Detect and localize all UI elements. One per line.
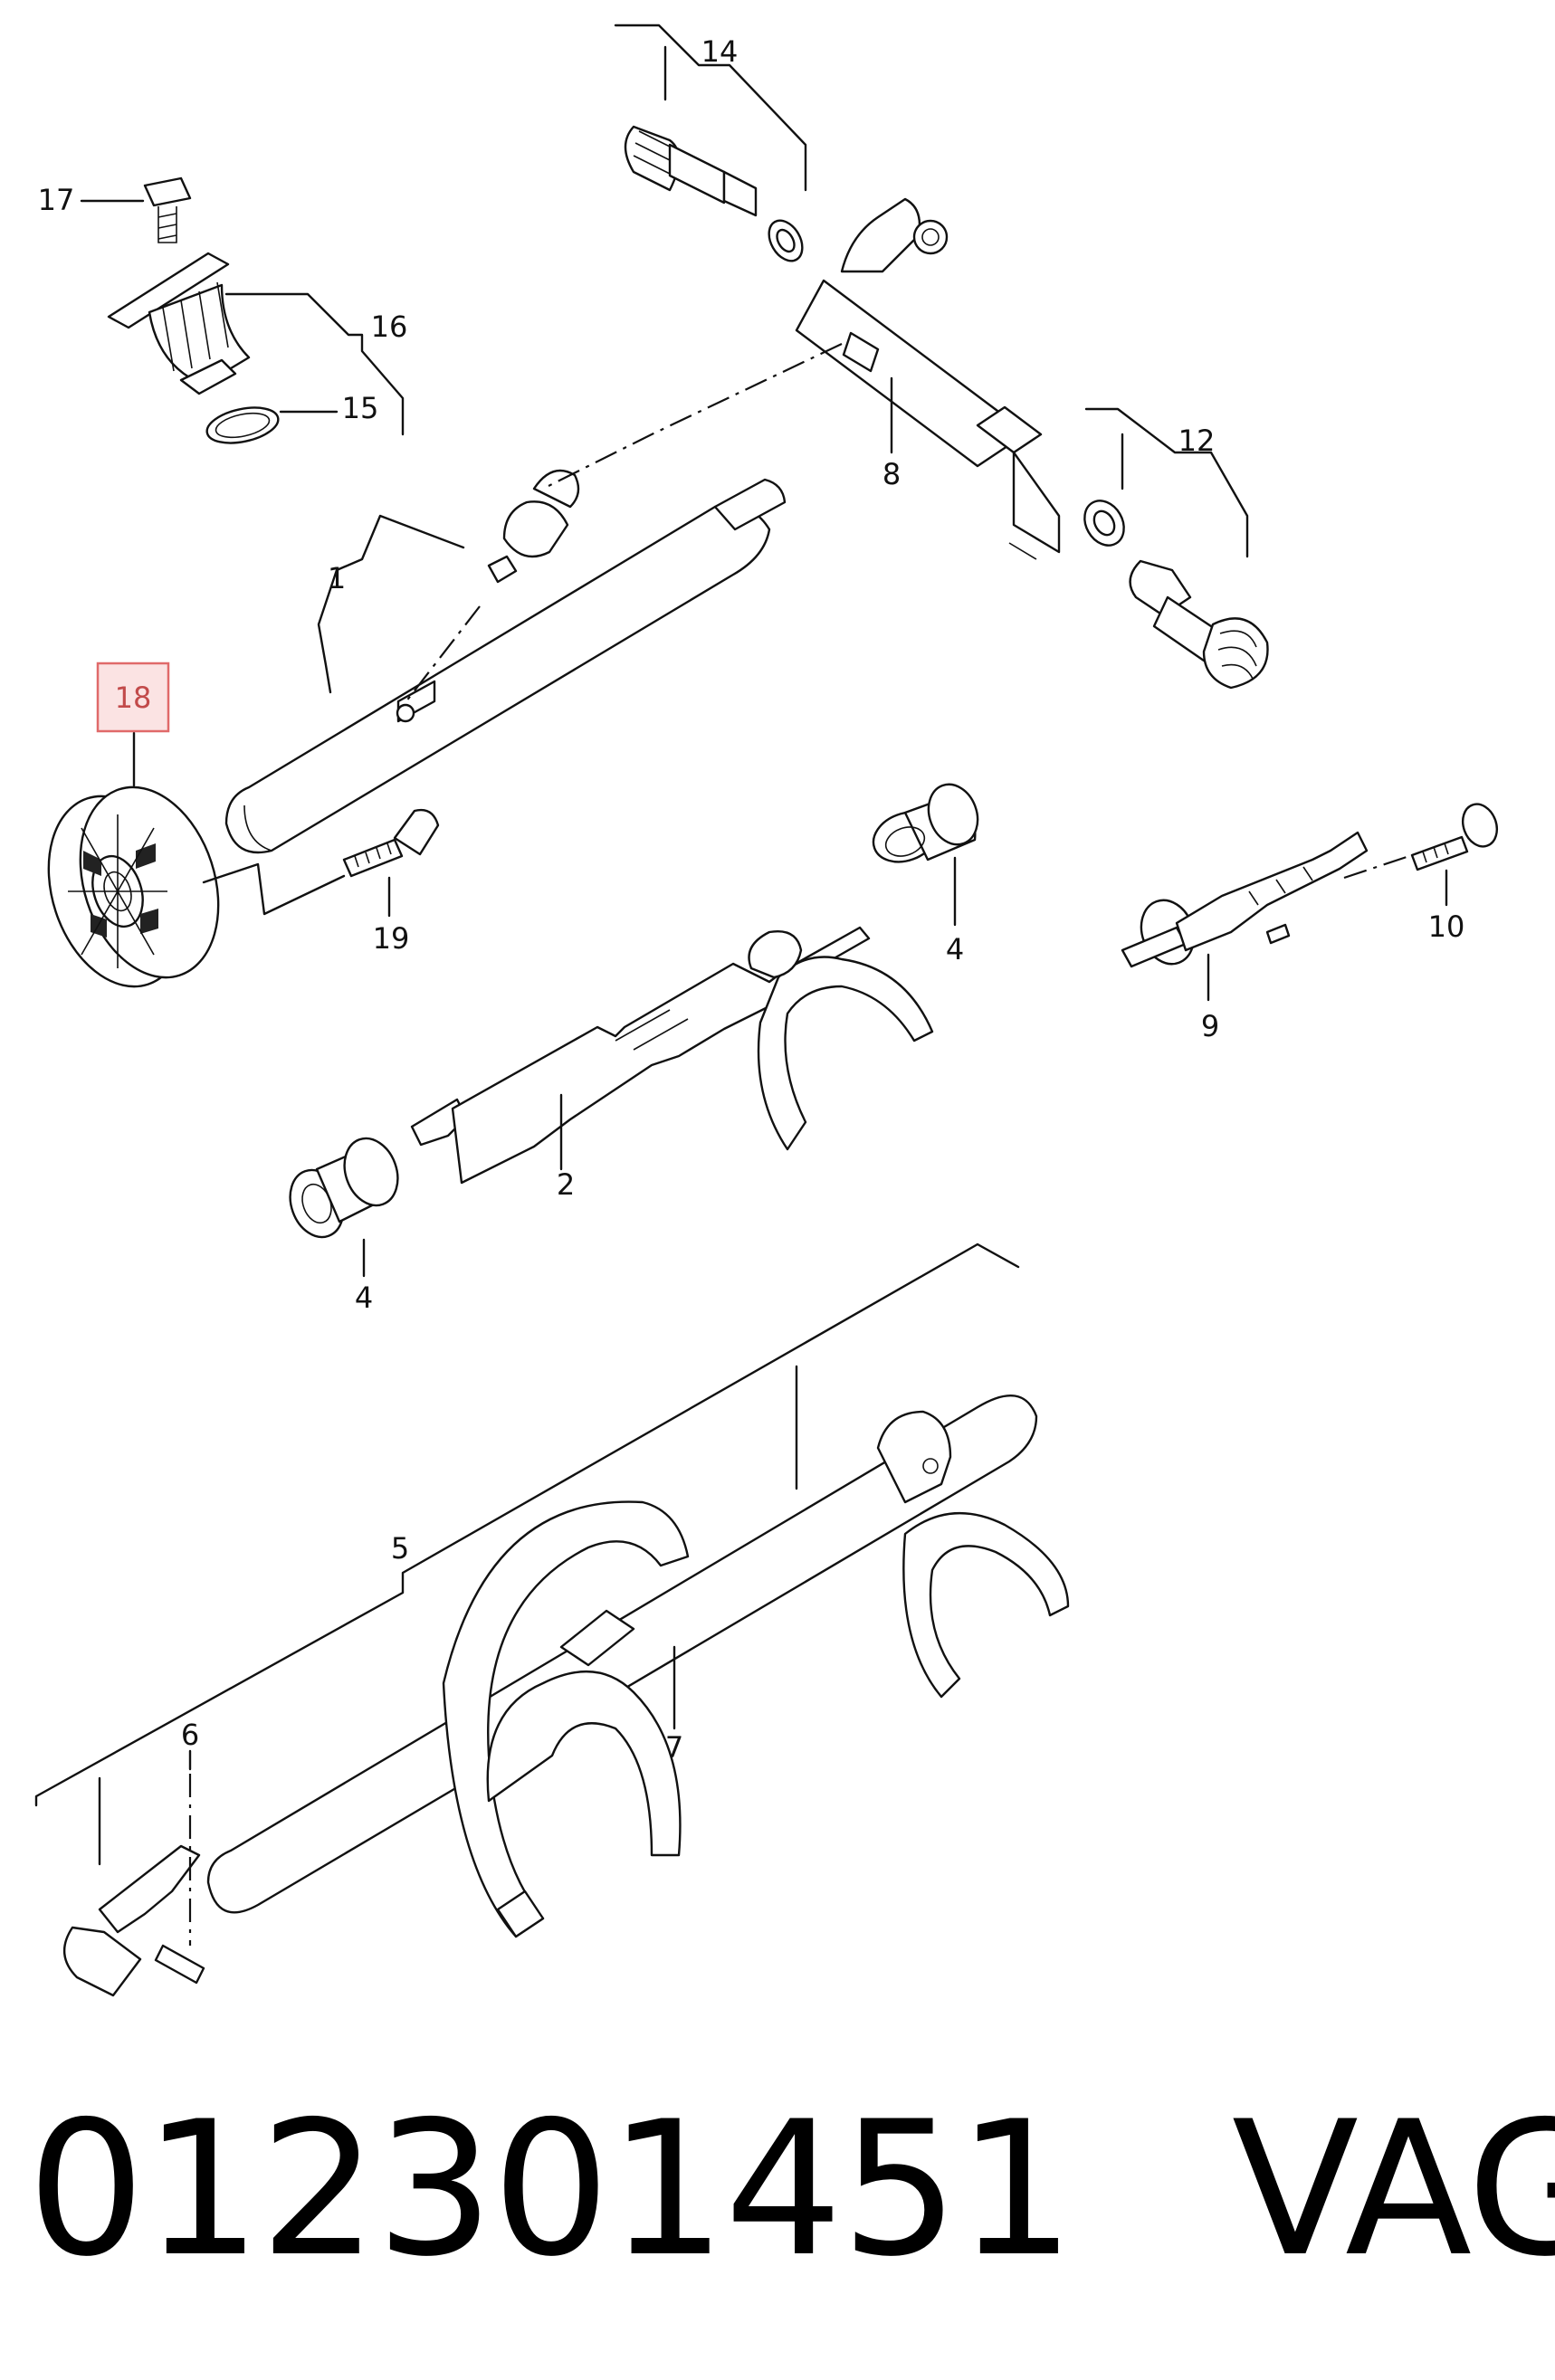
callout-9: 9 — [1201, 1009, 1219, 1043]
part-12-group — [1083, 407, 1269, 690]
callout-4-lower: 4 — [355, 1280, 373, 1315]
callout-19: 19 — [373, 921, 410, 956]
callout-10: 10 — [1428, 909, 1465, 944]
callout-17: 17 — [38, 183, 75, 217]
callout-8: 8 — [882, 457, 901, 491]
center-line-1 — [402, 605, 481, 707]
callout-7: 7 — [665, 1730, 683, 1765]
brand-name: VAG — [1231, 2082, 1555, 2298]
callout-15: 15 — [342, 391, 379, 425]
callout-18-highlight-box — [96, 662, 170, 733]
part-5-group — [34, 1242, 1070, 1938]
callout-16: 16 — [371, 309, 408, 344]
part-8-selector-shaft — [795, 197, 1061, 560]
part-number: 012301451 — [27, 2082, 1075, 2298]
callout-18: 18 — [115, 681, 152, 715]
part-6-pin — [62, 1749, 205, 1997]
callout-14: 14 — [701, 34, 739, 69]
callout-1: 1 — [328, 561, 346, 595]
callout-4-upper: 4 — [946, 932, 964, 966]
center-line-9-10 — [1343, 853, 1413, 880]
part-18-wheel — [47, 731, 220, 988]
callout-6: 6 — [181, 1718, 199, 1752]
callout-12: 12 — [1178, 424, 1216, 458]
part-19-bolt — [342, 808, 440, 918]
center-line-top — [542, 343, 843, 490]
part-4-bushing-upper — [872, 783, 979, 927]
callout-5: 5 — [391, 1531, 409, 1566]
part-16-assembly — [107, 252, 405, 436]
part-1-shaft — [224, 469, 787, 854]
part-15-oring — [205, 406, 339, 444]
part-10-bolt — [1410, 803, 1499, 907]
footer-part-label: 012301451 VAG — [27, 2081, 1555, 2299]
part-2-fork — [410, 926, 934, 1185]
part-4-bushing-lower — [289, 1137, 399, 1278]
leader-18-19 — [202, 862, 346, 916]
part-9-lever — [1121, 831, 1369, 1002]
part-14-group — [614, 24, 807, 262]
part-17-screw — [80, 176, 192, 243]
callout-2: 2 — [557, 1167, 575, 1202]
